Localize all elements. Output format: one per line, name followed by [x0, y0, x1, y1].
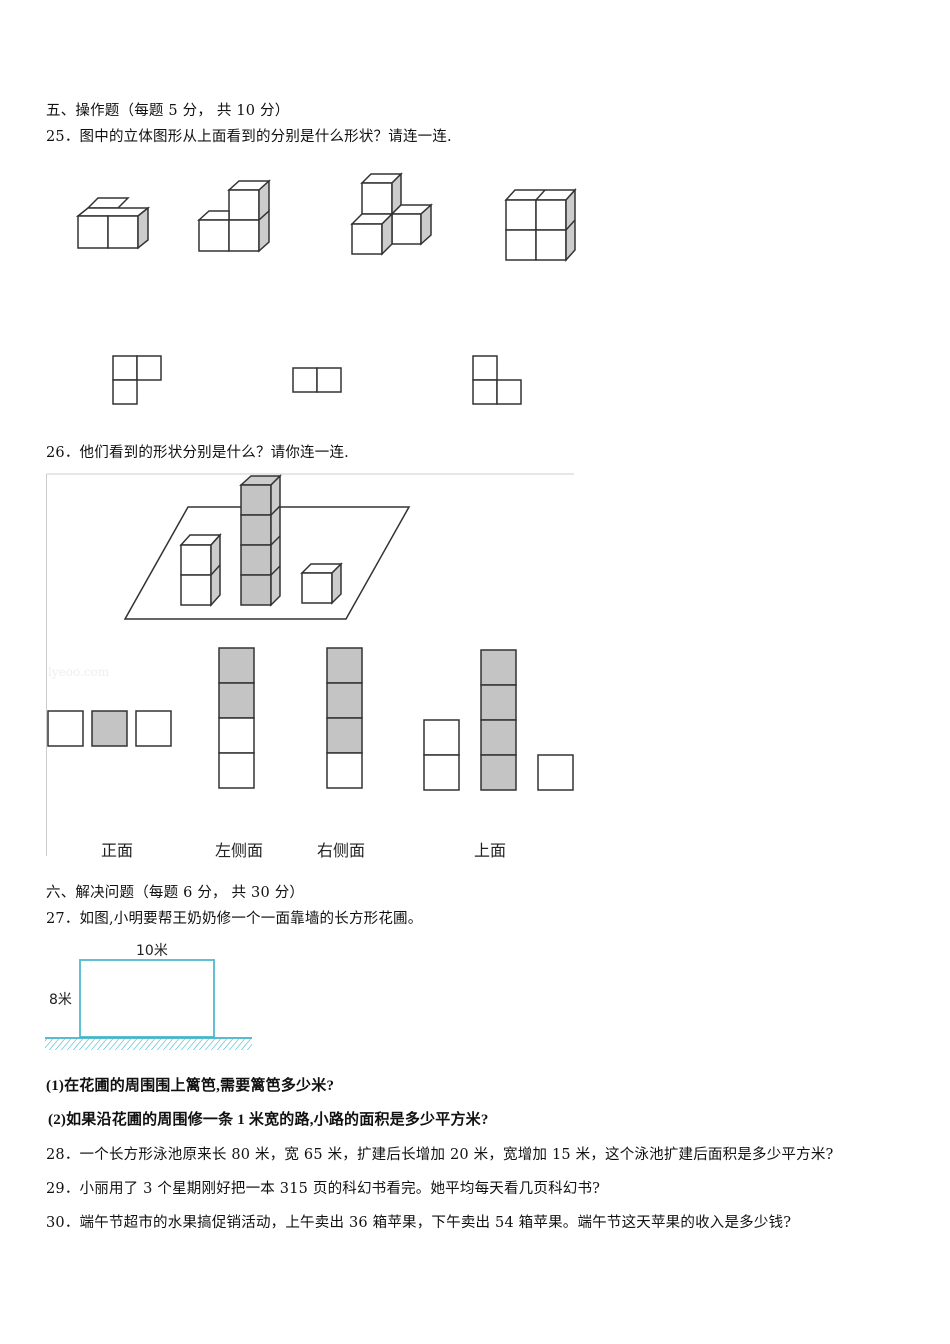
garden-width-label: 8米: [49, 992, 72, 1008]
q25-solids-figure: [75, 172, 577, 262]
top-view-c: [472, 355, 522, 405]
question-27-part-2: (2)如果沿花圃的周围修一条 1 米宽的路,小路的面积是多少平方米?: [48, 1112, 489, 1128]
question-27-part-1: (1)在花圃的周围围上篱笆,需要篱笆多少米?: [46, 1078, 335, 1094]
q25-top-views: [112, 355, 522, 405]
view-right: [326, 647, 363, 789]
label-top: 上面: [474, 841, 507, 860]
question-30: 30．端午节超市的水果搞促销活动，上午卖出 36 箱苹果，下午卖出 54 箱苹果…: [46, 1215, 792, 1231]
question-29: 29．小丽用了 3 个星期刚好把一本 315 页的科幻书看完。她平均每天看几页科…: [46, 1181, 601, 1197]
garden-length-label: 10米: [136, 943, 168, 959]
solid-1: [75, 197, 151, 250]
solid-2: [197, 179, 271, 253]
label-front: 正面: [101, 841, 134, 860]
label-right-side: 右侧面: [317, 841, 366, 860]
question-27: 27．如图,小明要帮王奶奶修一个一面靠墙的长方形花圃。: [46, 911, 423, 927]
garden-diagram: [45, 959, 252, 1050]
question-26: 26．他们看到的形状分别是什么？请你连一连.: [46, 445, 349, 461]
view-left: [218, 647, 255, 789]
label-left-side: 左侧面: [215, 841, 264, 860]
view-front: [47, 710, 172, 747]
section-6-heading: 六、解决问题（每题 6 分， 共 30 分）: [46, 885, 305, 901]
q26-scene-figure: [46, 473, 574, 856]
watermark: lyeoo.com: [48, 665, 110, 679]
section-5-heading: 五、操作题（每题 5 分， 共 10 分）: [46, 103, 290, 119]
view-top: [423, 649, 574, 791]
top-view-b: [292, 367, 342, 393]
solid-3: [350, 172, 433, 256]
question-28: 28．一个长方形泳池原来长 80 米，宽 65 米，扩建后长增加 20 米，宽增…: [46, 1147, 834, 1163]
solid-4: [504, 188, 577, 262]
top-view-a: [112, 355, 162, 405]
question-25: 25．图中的立体图形从上面看到的分别是什么形状？请连一连.: [46, 129, 452, 145]
